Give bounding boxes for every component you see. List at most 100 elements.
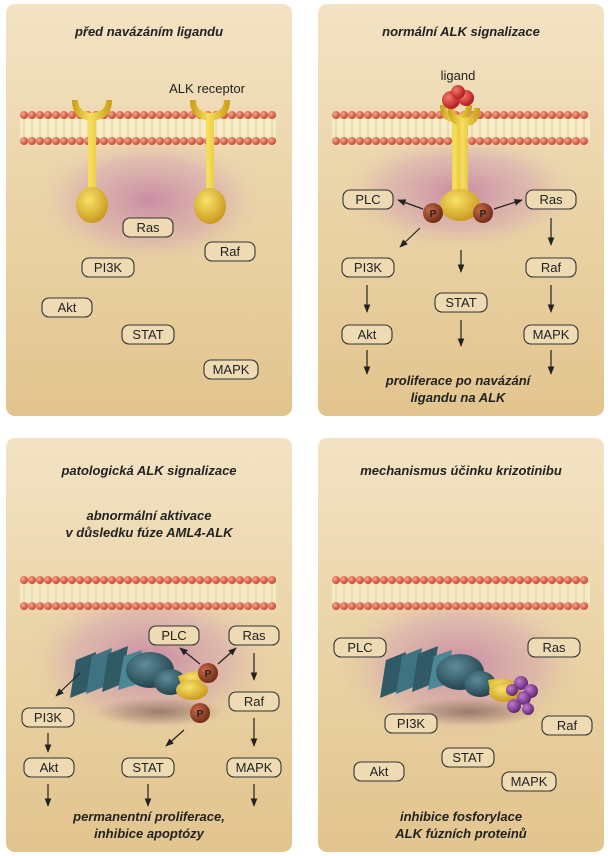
lipid-head [28, 576, 36, 584]
box-label: STAT [132, 327, 163, 342]
box-label: Ras [242, 628, 266, 643]
box-label: Ras [542, 640, 566, 655]
lipid-head [444, 137, 452, 145]
lipid-head [572, 576, 580, 584]
lipid-head [580, 576, 588, 584]
lipid-head [36, 111, 44, 119]
lipid-head [268, 576, 276, 584]
lipid-head [140, 111, 148, 119]
lipid-head [204, 576, 212, 584]
lipid-head [20, 576, 28, 584]
panel-title: patologická ALK signalizace [60, 463, 236, 478]
lipid-head [412, 576, 420, 584]
lipid-head [468, 576, 476, 584]
lipid-head [252, 576, 260, 584]
lipid-head [396, 576, 404, 584]
box-pi3k: PI3K [21, 707, 75, 728]
lipid-head [420, 137, 428, 145]
cell-membrane [332, 576, 590, 610]
lipid-head [524, 111, 532, 119]
lipid-head [124, 137, 132, 145]
lipid-head [220, 602, 228, 610]
lipid-head [380, 111, 388, 119]
box-label: Akt [370, 764, 389, 779]
panel-title: normální ALK signalizace [382, 24, 540, 39]
lipid-head [236, 576, 244, 584]
lipid-head [460, 602, 468, 610]
lipid-head [428, 602, 436, 610]
lipid-head [132, 602, 140, 610]
lipid-head [188, 602, 196, 610]
lipid-head [172, 111, 180, 119]
lipid-head [124, 602, 132, 610]
caption-line-1: permanentní proliferace, [72, 809, 225, 824]
caption-line-2: ligandu na ALK [411, 390, 507, 405]
box-label: PI3K [354, 260, 383, 275]
lipid-head [116, 111, 124, 119]
lipid-head [452, 576, 460, 584]
box-ras: Ras [122, 217, 174, 238]
lipid-head [244, 576, 252, 584]
lipid-head [436, 602, 444, 610]
box-stat: STAT [121, 324, 175, 345]
lipid-head [52, 111, 60, 119]
lipid-head [372, 576, 380, 584]
box-mapk: MAPK [523, 324, 579, 345]
box-ras: Ras [525, 189, 577, 210]
lipid-head [68, 576, 76, 584]
lipid-head [556, 576, 564, 584]
box-label: MAPK [533, 327, 570, 342]
box-akt: Akt [353, 761, 405, 782]
receptor-label: ALK receptor [169, 81, 246, 96]
lipid-head [332, 111, 340, 119]
lipid-head [340, 137, 348, 145]
lipid-head [444, 602, 452, 610]
box-raf: Raf [541, 715, 593, 736]
lipid-head [180, 137, 188, 145]
lipid-head [364, 137, 372, 145]
lipid-head [84, 602, 92, 610]
lipid-head [524, 576, 532, 584]
panel-pathological-signaling: patologická ALK signalizace abnormální a… [6, 438, 292, 852]
lipid-head [556, 137, 564, 145]
lipid-head [364, 111, 372, 119]
lipid-head [332, 602, 340, 610]
lipid-head [44, 137, 52, 145]
box-pi3k: PI3K [384, 713, 438, 734]
lipid-head [548, 602, 556, 610]
box-pi3k: PI3K [341, 257, 395, 278]
lipid-head [268, 602, 276, 610]
panel-title: mechanismus účinku krizotinibu [360, 463, 562, 478]
lipid-head [548, 111, 556, 119]
lipid-head [116, 137, 124, 145]
lipid-head [116, 602, 124, 610]
lipid-head [156, 576, 164, 584]
lipid-head [52, 576, 60, 584]
membrane-core [20, 583, 276, 603]
box-plc: PLC [333, 637, 387, 658]
lipid-head [404, 576, 412, 584]
lipid-head [28, 137, 36, 145]
lipid-head [68, 602, 76, 610]
lipid-head [428, 137, 436, 145]
lipid-head [508, 137, 516, 145]
lipid-head [268, 137, 276, 145]
phosphate-lower: P [190, 703, 210, 723]
lipid-head [420, 111, 428, 119]
lipid-head [76, 576, 84, 584]
lipid-head [516, 576, 524, 584]
lipid-head [356, 111, 364, 119]
panel-title: před navázáním ligandu [74, 24, 223, 39]
lipid-head [484, 111, 492, 119]
lipid-head [564, 576, 572, 584]
crizotinib-molecules [506, 676, 538, 715]
lipid-head [108, 137, 116, 145]
lipid-head [412, 111, 420, 119]
lipid-head [484, 602, 492, 610]
lipid-head [532, 111, 540, 119]
membrane-core [20, 118, 276, 138]
lipid-head [580, 137, 588, 145]
box-label: Raf [244, 694, 265, 709]
box-label: STAT [445, 295, 476, 310]
lipid-head [420, 602, 428, 610]
